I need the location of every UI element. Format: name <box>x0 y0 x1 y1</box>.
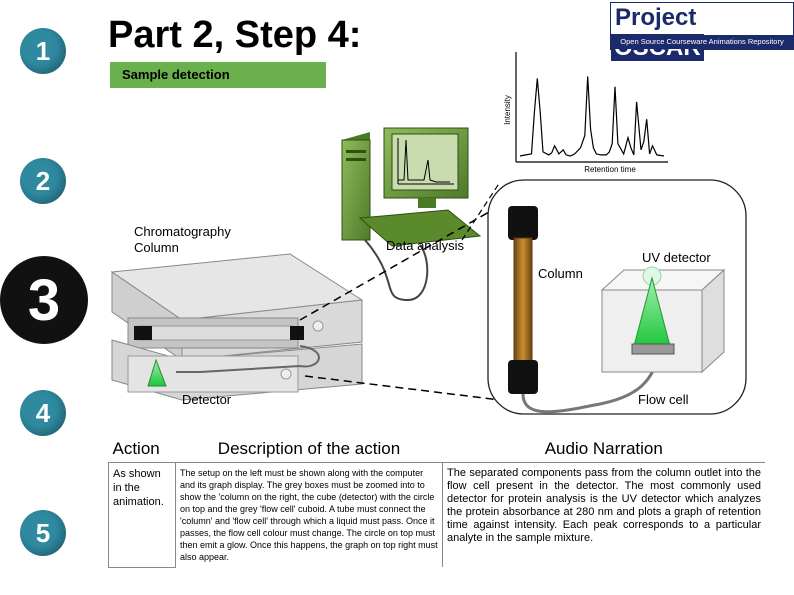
header-action: Action <box>108 436 176 463</box>
header-description: Description of the action <box>175 436 443 463</box>
tube-lower <box>176 345 320 373</box>
illustration: Intensity Retention time <box>110 52 747 415</box>
label-data-analysis: Data analysis <box>386 238 465 253</box>
page-title: Part 2, Step 4: <box>108 14 362 56</box>
chromatogram-chart: Intensity Retention time <box>503 52 668 174</box>
label-flow-cell: Flow cell <box>638 392 689 407</box>
step-2-circle[interactable]: 2 <box>20 158 66 204</box>
step-5-circle[interactable]: 5 <box>20 510 66 556</box>
x-axis-label: Retention time <box>584 165 636 174</box>
step-4-circle[interactable]: 4 <box>20 390 66 436</box>
project-oscar-logo: Project OSCAR Open Source Courseware Ani… <box>610 2 794 61</box>
tube-column-to-cell <box>521 359 660 414</box>
description-cell: The setup on the left must be shown alon… <box>175 462 443 567</box>
column-zoomed <box>508 206 538 394</box>
computer-tower <box>341 132 371 241</box>
narration-cell: The separated components pass from the c… <box>447 467 761 544</box>
label-column: Column <box>538 266 583 281</box>
label-uv-detector: UV detector <box>642 250 711 265</box>
data-cable <box>364 239 429 302</box>
storyboard-table: Action Description of the action Audio N… <box>108 436 765 568</box>
subtitle-bar: Sample detection <box>110 62 326 88</box>
uv-detector-cube <box>600 266 726 374</box>
computer-monitor <box>383 127 469 208</box>
header-narration: Audio Narration <box>442 436 765 463</box>
action-cell: As shown in the animation. <box>108 462 176 568</box>
label-detector: Detector <box>182 392 232 407</box>
computer-keyboard <box>358 209 482 247</box>
label-chromatography-column: Chromatography Column <box>134 224 231 255</box>
step-3-circle[interactable]: 3 <box>0 256 88 344</box>
y-axis-label: Intensity <box>503 95 512 125</box>
step-1-circle[interactable]: 1 <box>20 28 66 74</box>
